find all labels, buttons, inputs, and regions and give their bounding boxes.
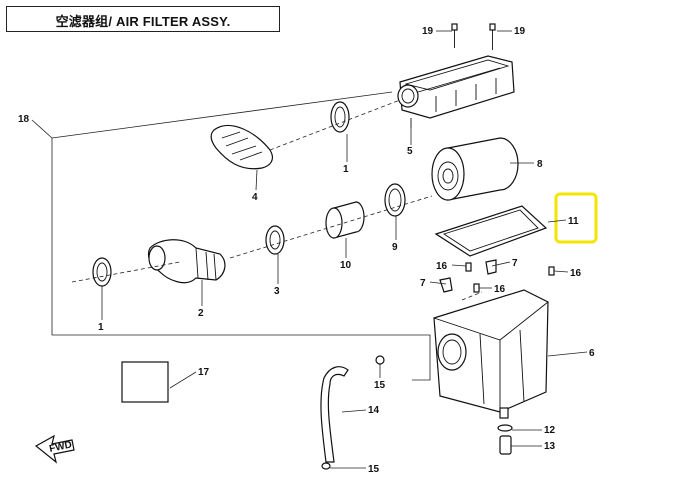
callout-13: 13 bbox=[544, 441, 556, 452]
callout-5: 5 bbox=[407, 146, 413, 157]
part-drain-tube[interactable] bbox=[499, 435, 512, 455]
part-clamp-3[interactable] bbox=[265, 225, 285, 255]
part-clamp-bottom[interactable] bbox=[92, 257, 112, 287]
callout-3: 3 bbox=[274, 286, 280, 297]
part-screw-16a[interactable] bbox=[465, 262, 472, 272]
part-bolt-right[interactable] bbox=[489, 23, 496, 50]
diagram-title: 空滤器组/ AIR FILTER ASSY. bbox=[55, 14, 231, 29]
part-label-sheet[interactable] bbox=[121, 361, 169, 403]
callout-17: 17 bbox=[198, 367, 210, 378]
callout-8: 8 bbox=[537, 159, 543, 170]
callout-15-bottom: 15 bbox=[368, 464, 380, 475]
callout-1-top: 1 bbox=[343, 164, 349, 175]
part-intake-bellows[interactable] bbox=[210, 125, 274, 170]
callout-2: 2 bbox=[198, 308, 204, 319]
callout-11: 11 bbox=[568, 216, 579, 227]
callout-15-top: 15 bbox=[374, 380, 386, 391]
highlight-box bbox=[554, 192, 598, 244]
part-bolt-left[interactable] bbox=[451, 23, 458, 48]
callout-16-a: 16 bbox=[436, 261, 448, 272]
part-gasket[interactable] bbox=[434, 205, 548, 257]
part-hose-clip-top[interactable] bbox=[375, 355, 385, 365]
callout-9: 9 bbox=[392, 242, 398, 253]
part-intake-elbow[interactable] bbox=[147, 239, 226, 284]
callout-6: 6 bbox=[589, 348, 595, 359]
assembly-frame bbox=[51, 138, 431, 381]
callout-19-right: 19 bbox=[514, 26, 526, 37]
callout-14: 14 bbox=[368, 405, 380, 416]
callout-7-left: 7 bbox=[420, 278, 426, 289]
part-air-box-cover[interactable] bbox=[397, 55, 515, 128]
part-coupler[interactable] bbox=[325, 201, 365, 239]
part-air-box-body[interactable] bbox=[433, 289, 549, 419]
part-clamp-9[interactable] bbox=[384, 183, 406, 217]
callout-12: 12 bbox=[544, 425, 556, 436]
part-screw-16c[interactable] bbox=[548, 266, 555, 276]
part-breather-hose[interactable] bbox=[320, 366, 349, 463]
callout-18: 18 bbox=[18, 114, 30, 125]
part-drain-clamp[interactable] bbox=[497, 424, 513, 432]
callout-10: 10 bbox=[340, 260, 352, 271]
fwd-label: FWD bbox=[48, 439, 73, 454]
part-filter-element[interactable] bbox=[431, 137, 519, 201]
part-clamp-top[interactable] bbox=[330, 101, 350, 133]
part-clip-right[interactable] bbox=[485, 259, 497, 275]
diagram-title-box: 空滤器组/ AIR FILTER ASSY. bbox=[6, 6, 280, 32]
callout-19-left: 19 bbox=[422, 26, 434, 37]
callout-16-b: 16 bbox=[494, 284, 506, 295]
part-clip-left[interactable] bbox=[439, 277, 453, 293]
callout-4: 4 bbox=[252, 192, 258, 203]
callout-16-c: 16 bbox=[570, 268, 582, 279]
callout-7-right: 7 bbox=[512, 258, 518, 269]
part-screw-16b[interactable] bbox=[473, 283, 480, 293]
fwd-arrow-icon: FWD bbox=[34, 434, 75, 464]
callout-1-bottom: 1 bbox=[98, 322, 104, 333]
part-hose-clip-bottom[interactable] bbox=[321, 462, 331, 470]
